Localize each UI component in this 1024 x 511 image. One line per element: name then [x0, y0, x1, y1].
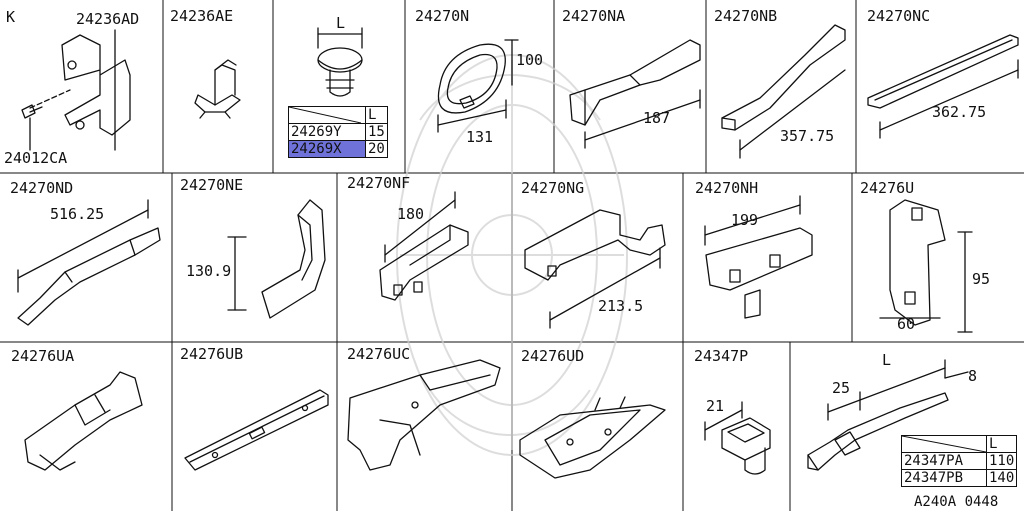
ref-letter: K: [6, 8, 16, 26]
part-24276UD: [519, 396, 666, 479]
dim-tie-8: 8: [968, 367, 978, 385]
part-label-24270NG: 24270NG: [521, 179, 585, 197]
table-row: L: [901, 435, 1018, 453]
dim-24270NG: 213.5: [598, 297, 644, 315]
part-24270ND: [17, 199, 161, 326]
dim-24270NC: 362.75: [932, 103, 987, 121]
part-24270NG: [524, 209, 666, 329]
part-label-24270NH: 24270NH: [695, 179, 759, 197]
part-label-24276UA: 24276UA: [11, 347, 75, 365]
part-24270NE: [227, 199, 326, 319]
part-24347P: [704, 401, 771, 475]
part-24270NF: [379, 191, 469, 301]
dim-24270N-width: 131: [466, 128, 494, 146]
table-header-L: L: [985, 435, 1018, 453]
part-24270N: [437, 39, 519, 133]
part-label-24270NE: 24270NE: [180, 176, 244, 194]
part-label-24270ND: 24270ND: [10, 179, 74, 197]
part-label-24276UB: 24276UB: [180, 345, 244, 363]
part-24276UB: [184, 389, 329, 471]
clip-length-table: L 24269Y 15 24269X 20: [288, 106, 388, 158]
table-cell-part: 24269Y: [288, 123, 366, 141]
dim-24276U-width: 60: [897, 315, 916, 333]
dim-24276U-height: 95: [972, 270, 991, 288]
part-24270NC: [867, 34, 1019, 139]
dim-24270NF: 180: [397, 205, 425, 223]
table-row: 24347PA 110: [901, 452, 1018, 470]
table-header-blank: [901, 435, 987, 453]
part-24270NB: [721, 24, 846, 159]
dim-24270ND: 516.25: [50, 205, 105, 223]
part-24236AE: [194, 59, 241, 119]
part-24236AD: [21, 29, 131, 151]
table-cell-part-highlighted[interactable]: 24269X: [288, 140, 366, 158]
dim-24270NA: 187: [643, 109, 671, 127]
table-cell-part: 24347PA: [901, 452, 987, 470]
dim-clip-L: L: [336, 14, 346, 32]
dim-24270N-height: 100: [516, 51, 544, 69]
dim-24270NE: 130.9: [186, 262, 232, 280]
dim-tie-25: 25: [832, 379, 851, 397]
dim-tie-L: L: [882, 351, 892, 369]
part-24347PA-tie: [807, 359, 969, 471]
table-row: 24347PB 140: [901, 469, 1018, 487]
part-24276UA: [24, 371, 143, 471]
part-label-24347P: 24347P: [694, 347, 749, 365]
part-label-24270NF: 24270NF: [347, 174, 411, 192]
table-cell-value: 15: [365, 123, 388, 141]
dim-24270NB: 357.75: [780, 127, 835, 145]
part-label-24236AE: 24236AE: [170, 7, 234, 25]
dim-24347P: 21: [706, 397, 725, 415]
part-label-24270NB: 24270NB: [714, 7, 778, 25]
table-row: 24269Y 15: [288, 123, 388, 141]
table-cell-value: 20: [365, 140, 388, 158]
table-row: L: [288, 106, 388, 124]
table-cell-part: 24347PB: [901, 469, 987, 487]
part-label-24012CA: 24012CA: [4, 149, 68, 167]
table-header-blank: [288, 106, 366, 124]
part-24276UC: [347, 359, 501, 471]
table-header-L: L: [365, 106, 388, 124]
dim-24270NH: 199: [731, 211, 759, 229]
part-24270NA: [569, 39, 701, 149]
part-label-24236AD: 24236AD: [76, 10, 140, 28]
table-row: 24269X 20: [288, 140, 388, 158]
part-label-24270NC: 24270NC: [867, 7, 931, 25]
part-label-24270N: 24270N: [415, 7, 470, 25]
part-24270NH: [704, 195, 813, 319]
part-label-24276UC: 24276UC: [347, 345, 411, 363]
part-label-24276UD: 24276UD: [521, 347, 585, 365]
part-24276U: [879, 199, 973, 333]
part-label-24276U: 24276U: [860, 179, 915, 197]
part-clip-fastener: [317, 27, 363, 97]
part-label-24270NA: 24270NA: [562, 7, 626, 25]
table-cell-value: 140: [985, 469, 1018, 487]
table-cell-value: 110: [985, 452, 1018, 470]
tie-length-table: L 24347PA 110 24347PB 140: [901, 435, 1018, 487]
diagram-code: A240A 0448: [914, 494, 999, 510]
